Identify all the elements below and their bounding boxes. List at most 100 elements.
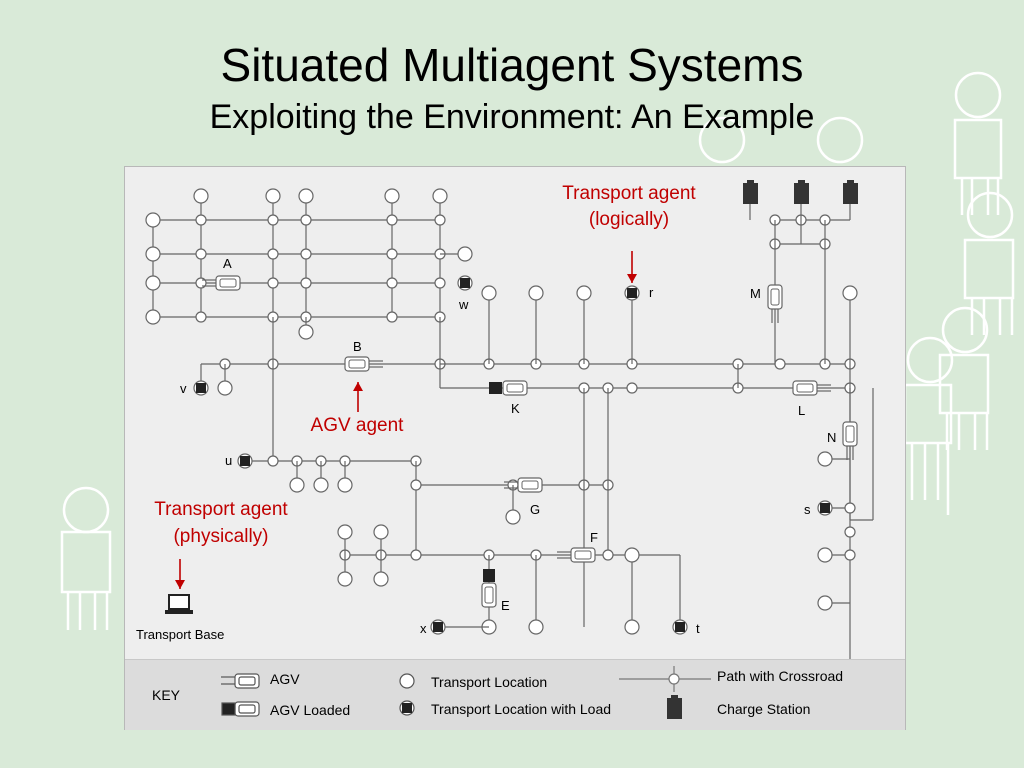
transport-location (373, 524, 389, 540)
crossroad-node (844, 549, 856, 561)
location-label-x: x (420, 621, 427, 636)
agv-label-l: L (798, 403, 806, 418)
location-label-t: t (696, 621, 700, 636)
annotation-arrowhead (353, 382, 363, 391)
transport-location (624, 619, 640, 635)
agv-body (845, 425, 855, 443)
crossroad-node (386, 214, 398, 226)
transport-location (313, 477, 329, 493)
location-label-u: u (225, 453, 233, 468)
annotation-transport-logical-1: Transport agent (562, 183, 696, 204)
key-transport-location-load-icon (399, 700, 415, 716)
transport-location (576, 285, 592, 301)
transport-location-load (460, 278, 470, 288)
transport-location (528, 285, 544, 301)
transport-location (193, 188, 209, 204)
crossroad-node (195, 214, 207, 226)
transport-location (432, 188, 448, 204)
annotation-arrowhead (627, 274, 637, 283)
annotation-agv-agent: AGV agent (310, 415, 404, 436)
transport-location (817, 595, 833, 611)
page-title: Situated Multiagent Systems (220, 39, 804, 91)
transport-location-load (820, 503, 830, 513)
transport-location (217, 380, 233, 396)
key-agv-loaded-icon (221, 701, 260, 717)
charge-station-cap (847, 180, 854, 183)
transport-location (337, 571, 353, 587)
agv-label-f: F (590, 530, 598, 545)
charge-station (743, 183, 758, 204)
crossroad-node (300, 214, 312, 226)
agv-body (506, 383, 524, 393)
key-agv-loaded-label: AGV Loaded (270, 702, 351, 718)
crossroad-node (626, 382, 638, 394)
transport-location-load (627, 288, 637, 298)
crossroad-node (774, 358, 786, 370)
crossroad-node (386, 311, 398, 323)
agv-body (521, 480, 539, 490)
agv-label-n: N (827, 430, 837, 445)
location-label-v: v (180, 381, 187, 396)
transport-base-keyboard (165, 610, 193, 614)
transport-location (265, 188, 281, 204)
page-subtitle: Exploiting the Environment: An Example (209, 98, 815, 136)
charge-station (794, 183, 809, 204)
transport-base-label: Transport Base (136, 627, 225, 642)
crossroad-node (267, 277, 279, 289)
transport-location (817, 451, 833, 467)
agv-load (483, 569, 495, 582)
transport-location (145, 275, 161, 291)
annotation-transport-physical-2: (physically) (173, 526, 269, 547)
transport-location (145, 212, 161, 228)
agv-label-e: E (501, 598, 510, 613)
location-label-r: r (649, 285, 654, 300)
location-label-w: w (459, 297, 469, 312)
agv-label-k: K (511, 401, 520, 416)
transport-location (528, 619, 544, 635)
transport-location (817, 547, 833, 563)
crossroad-node (267, 214, 279, 226)
crossroad-node (602, 549, 614, 561)
crossroad-node (844, 526, 856, 538)
key-transport-location-icon (399, 673, 415, 689)
transport-location (298, 188, 314, 204)
transport-location (289, 477, 305, 493)
transport-location-load (240, 456, 250, 466)
crossroad-node (386, 248, 398, 260)
transport-location (624, 547, 640, 563)
crossroad-node (386, 277, 398, 289)
agv-label-b: B (353, 339, 362, 354)
key-transport-location-label: Transport Location (431, 674, 548, 690)
key-charge-station-icon (667, 695, 682, 719)
annotation-arrowhead (175, 580, 185, 589)
transport-location (337, 524, 353, 540)
key-transport-location-load-label: Transport Location with Load (431, 701, 612, 717)
crossroad-node (300, 277, 312, 289)
key-title: KEY (152, 687, 181, 703)
transport-location-load (196, 383, 206, 393)
agv-body (348, 359, 366, 369)
agv-body (219, 278, 237, 288)
transport-location (842, 285, 858, 301)
transport-location (457, 246, 473, 262)
transport-location (481, 285, 497, 301)
agv-network-diagram: Transport agent (logically) AGV agent Tr… (124, 166, 906, 730)
transport-base-pc (168, 594, 190, 610)
crossroad-node (844, 502, 856, 514)
crossroad-node (300, 248, 312, 260)
charge-station (843, 183, 858, 204)
transport-location-load (675, 622, 685, 632)
transport-location-load (433, 622, 443, 632)
agv-label-m: M (750, 286, 761, 301)
agv-load (489, 382, 502, 394)
agv-body (484, 586, 494, 604)
key-icons (221, 666, 711, 719)
agv-body (770, 288, 780, 306)
key-legend: KEY AGV AGV Loaded Transport Location Tr… (125, 659, 905, 730)
crossroad-node (195, 311, 207, 323)
agv-body (574, 550, 592, 560)
crossroad-node (410, 549, 422, 561)
crossroad-node (267, 248, 279, 260)
transport-location (337, 477, 353, 493)
